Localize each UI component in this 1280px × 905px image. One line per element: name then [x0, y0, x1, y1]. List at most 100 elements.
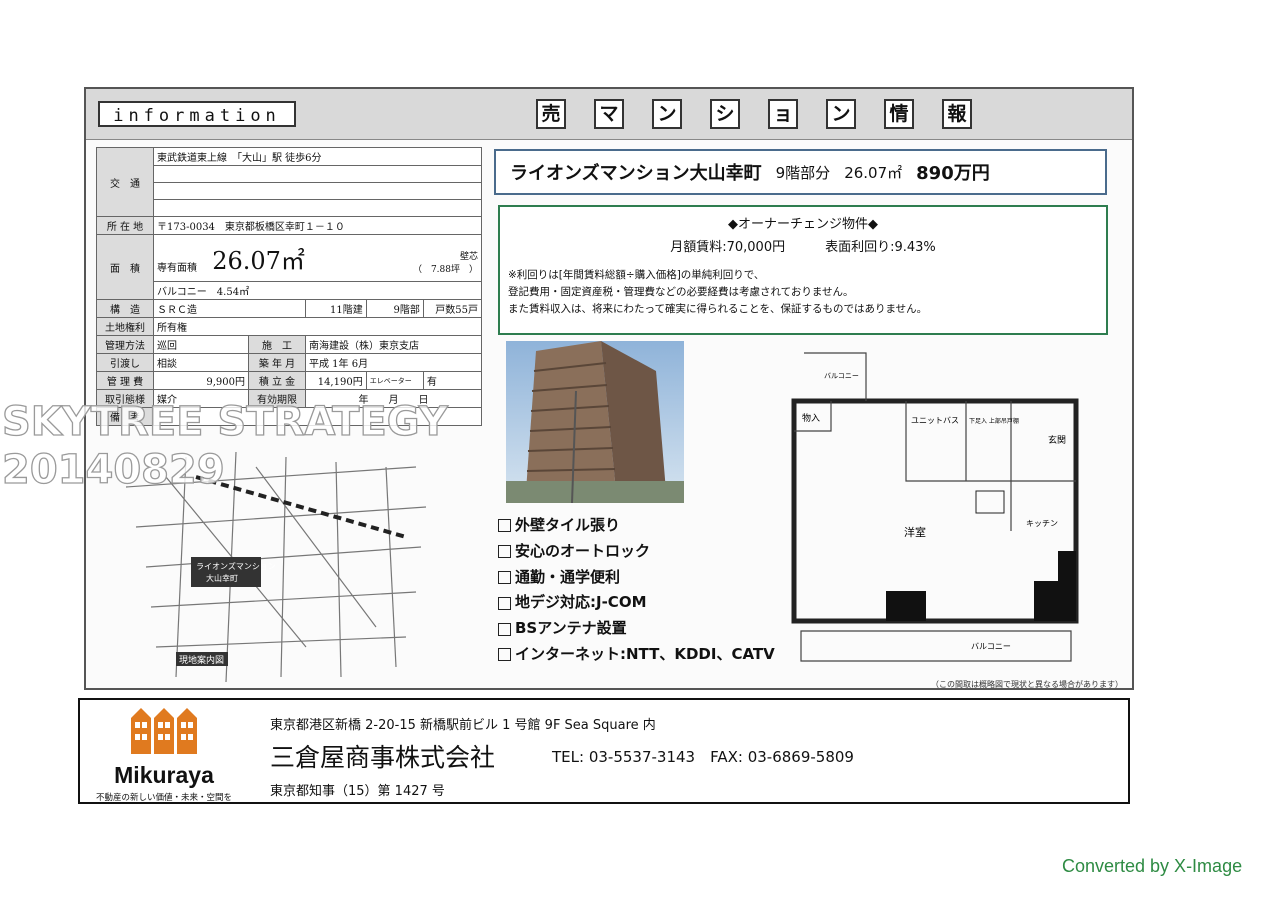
access-blank — [153, 165, 482, 183]
reserve-value: 14,190円 — [305, 371, 367, 390]
western-room-label: 洋室 — [904, 525, 926, 539]
brand-tagline: 不動産の新しい価値・未来・空間を — [95, 793, 232, 803]
title-char: ン — [652, 99, 682, 129]
watermark-line: SKYTREE STRATEGY — [1, 398, 448, 445]
spec-row-remarks: 備 考 — [96, 407, 482, 426]
location-map: ライオンズマンション 大山幸町 現地案内図 — [106, 447, 436, 687]
company-address: 東京都港区新橋 2-20-15 新橋駅前ビル 1 号館 9F Sea Squar… — [270, 718, 656, 733]
property-floor: 9階部分 — [775, 163, 831, 182]
unit-bath-label: ユニットバス — [911, 416, 959, 425]
map-legend: 現地案内図 — [179, 654, 224, 666]
structure-label: 構 造 — [96, 299, 154, 318]
property-name-box: ライオンズマンション大山幸町 9階部分 26.07㎡ 890万円 — [494, 149, 1107, 195]
management-label: 管理方法 — [96, 335, 154, 354]
balcony-value: バルコニー 4.54㎡ — [153, 281, 482, 300]
builder-label: 施 工 — [248, 335, 306, 354]
surface-yield: 表面利回り:9.43% — [825, 240, 936, 255]
checklist-item: 通勤・通学便利 — [498, 565, 775, 591]
company-logo: Mikuraya 不動産の新しい価値・未来・空間を — [84, 704, 244, 803]
tsubo-value: （ 7.88坪 ） — [412, 264, 478, 275]
yield-disclaimer: ※利回りは[年間賃料総額÷購入価格]の単純利回りで、 登記費用・固定資産税・管理… — [508, 267, 1106, 318]
checklist-item: BSアンテナ設置 — [498, 616, 775, 642]
building-logo-icon — [131, 708, 197, 754]
structure-value: ＳＲＣ造 — [153, 299, 306, 318]
entrance-label: 玄関 — [1048, 434, 1066, 446]
building-photo — [506, 341, 684, 503]
map-property-label: ライオンズマンション — [196, 561, 276, 571]
owner-change-box: ◆オーナーチェンジ物件◆ 月額賃料:70,000円 表面利回り:9.43% ※利… — [498, 205, 1108, 335]
remarks-label: 備 考 — [96, 407, 154, 426]
area-label: 面 積 — [96, 234, 154, 300]
fee-label: 管 理 費 — [96, 371, 154, 390]
access-blank — [153, 199, 482, 217]
address-label: 所 在 地 — [96, 216, 154, 235]
title-char: ョ — [768, 99, 798, 129]
trade-label: 取引態様 — [96, 389, 154, 408]
company-footer: Mikuraya 不動産の新しい価値・未来・空間を 東京都港区新橋 2-20-1… — [78, 698, 1130, 804]
elevator-label: エレベーター — [365, 371, 424, 390]
checklist-item: インターネット:NTT、KDDI、CATV — [498, 642, 775, 668]
company-contact: TEL: 03-5537-3143 FAX: 03-6869-5809 — [552, 748, 854, 766]
property-price: 890万円 — [916, 163, 990, 184]
monthly-rent: 月額賃料:70,000円 — [670, 240, 786, 255]
converted-credit: Converted by X-Image — [1062, 856, 1243, 876]
spec-row-address: 所 在 地 〒173-0034 東京都板橋区幸町１－１０ — [96, 216, 482, 235]
exclusive-value: 26.07㎡ — [212, 246, 305, 275]
title-char: ン — [826, 99, 856, 129]
title-char: 売 — [536, 99, 566, 129]
spec-row-structure: 構 造 ＳＲＣ造 11階建 9階部 戸数55戸 — [96, 299, 483, 318]
floor-plan: バルコニー 物入 ユニットバス 下足入 上部吊戸棚 玄関 洋室 キッチン バルコ… — [791, 352, 1079, 662]
checkbox-icon — [498, 519, 511, 533]
disclaimer-line: ※利回りは[年間賃料総額÷購入価格]の単純利回りで、 — [508, 269, 765, 281]
storage-label: 物入 — [802, 412, 820, 424]
spec-table: 交 通 東武鉄道東上線 「大山」駅 徒歩6分 所 在 地 〒173-0034 東… — [96, 147, 483, 426]
units: 戸数55戸 — [422, 299, 483, 318]
handover-label: 引渡し — [96, 353, 154, 372]
handover-value: 相談 — [153, 353, 249, 372]
access-blank — [153, 182, 482, 200]
property-area: 26.07㎡ — [844, 163, 903, 182]
spec-row-access: 交 通 東武鉄道東上線 「大山」駅 徒歩6分 — [96, 147, 482, 217]
spec-row-handover: 引渡し 相談 築 年 月 平成 1年 6月 — [96, 353, 482, 372]
spec-row-fee: 管 理 費 9,900円 積 立 金 14,190円 エレベーター 有 — [96, 371, 483, 390]
spec-row-management: 管理方法 巡回 施 工 南海建設（株）東京支店 — [96, 335, 482, 354]
spec-row-area: 面 積 専有面積 26.07㎡ 壁芯 （ 7.88坪 ） — [96, 234, 482, 300]
title-char: 情 — [884, 99, 914, 129]
checkbox-icon — [498, 648, 511, 662]
company-license: 東京都知事（15）第 1427 号 — [270, 784, 445, 799]
checklist-item: 地デジ対応:J-COM — [498, 590, 775, 616]
built-value: 平成 1年 6月 — [305, 353, 482, 372]
flyer-sheet: information 売 マ ン シ ョ ン 情 報 交 通 東武鉄道東上線 … — [84, 87, 1134, 690]
title-char: 報 — [942, 99, 972, 129]
builder-value: 南海建設（株）東京支店 — [305, 335, 482, 354]
spec-row-land: 土地権利 所有権 — [96, 317, 482, 336]
property-name: ライオンズマンション大山幸町 — [510, 163, 762, 184]
balcony-top-label: バルコニー — [824, 372, 859, 380]
balcony-bottom-label: バルコニー — [971, 642, 1011, 651]
address-value: 〒173-0034 東京都板橋区幸町１－１０ — [153, 216, 482, 235]
information-label: information — [98, 101, 296, 127]
watermark: SKYTREE STRATEGY 20140829 — [1, 398, 448, 494]
fee-value: 9,900円 — [153, 371, 249, 390]
land-right-label: 土地権利 — [96, 317, 154, 336]
exclusive-label: 専有面積 — [157, 262, 197, 274]
brand-name: Mikuraya — [114, 762, 214, 788]
header-bar: information 売 マ ン シ ョ ン 情 報 — [86, 89, 1132, 140]
checkbox-icon — [498, 622, 511, 636]
kitchen-label: キッチン — [1026, 519, 1058, 528]
checklist-item: 外壁タイル張り — [498, 513, 775, 539]
reserve-label: 積 立 金 — [248, 371, 306, 390]
access-value: 東武鉄道東上線 「大山」駅 徒歩6分 — [153, 147, 482, 166]
checkbox-icon — [498, 545, 511, 559]
land-right-value: 所有権 — [153, 317, 482, 336]
access-label: 交 通 — [96, 147, 154, 217]
title-char: マ — [594, 99, 624, 129]
feature-checklist: 外壁タイル張り 安心のオートロック 通勤・通学便利 地デジ対応:J-COM BS… — [498, 513, 775, 668]
shoe-label: 下足入 上部吊戸棚 — [969, 417, 1019, 425]
disclaimer-line: また賃料収入は、将来にわたって確実に得られることを、保証するものではありません。 — [508, 303, 928, 315]
management-value: 巡回 — [153, 335, 249, 354]
wall-center-label: 壁芯 — [459, 251, 478, 262]
floorplan-note: （この間取は概略図で現状と異なる場合があります） — [931, 680, 1123, 689]
floor-part: 9階部 — [365, 299, 424, 318]
owner-change-title: ◆オーナーチェンジ物件◆ — [728, 217, 878, 232]
